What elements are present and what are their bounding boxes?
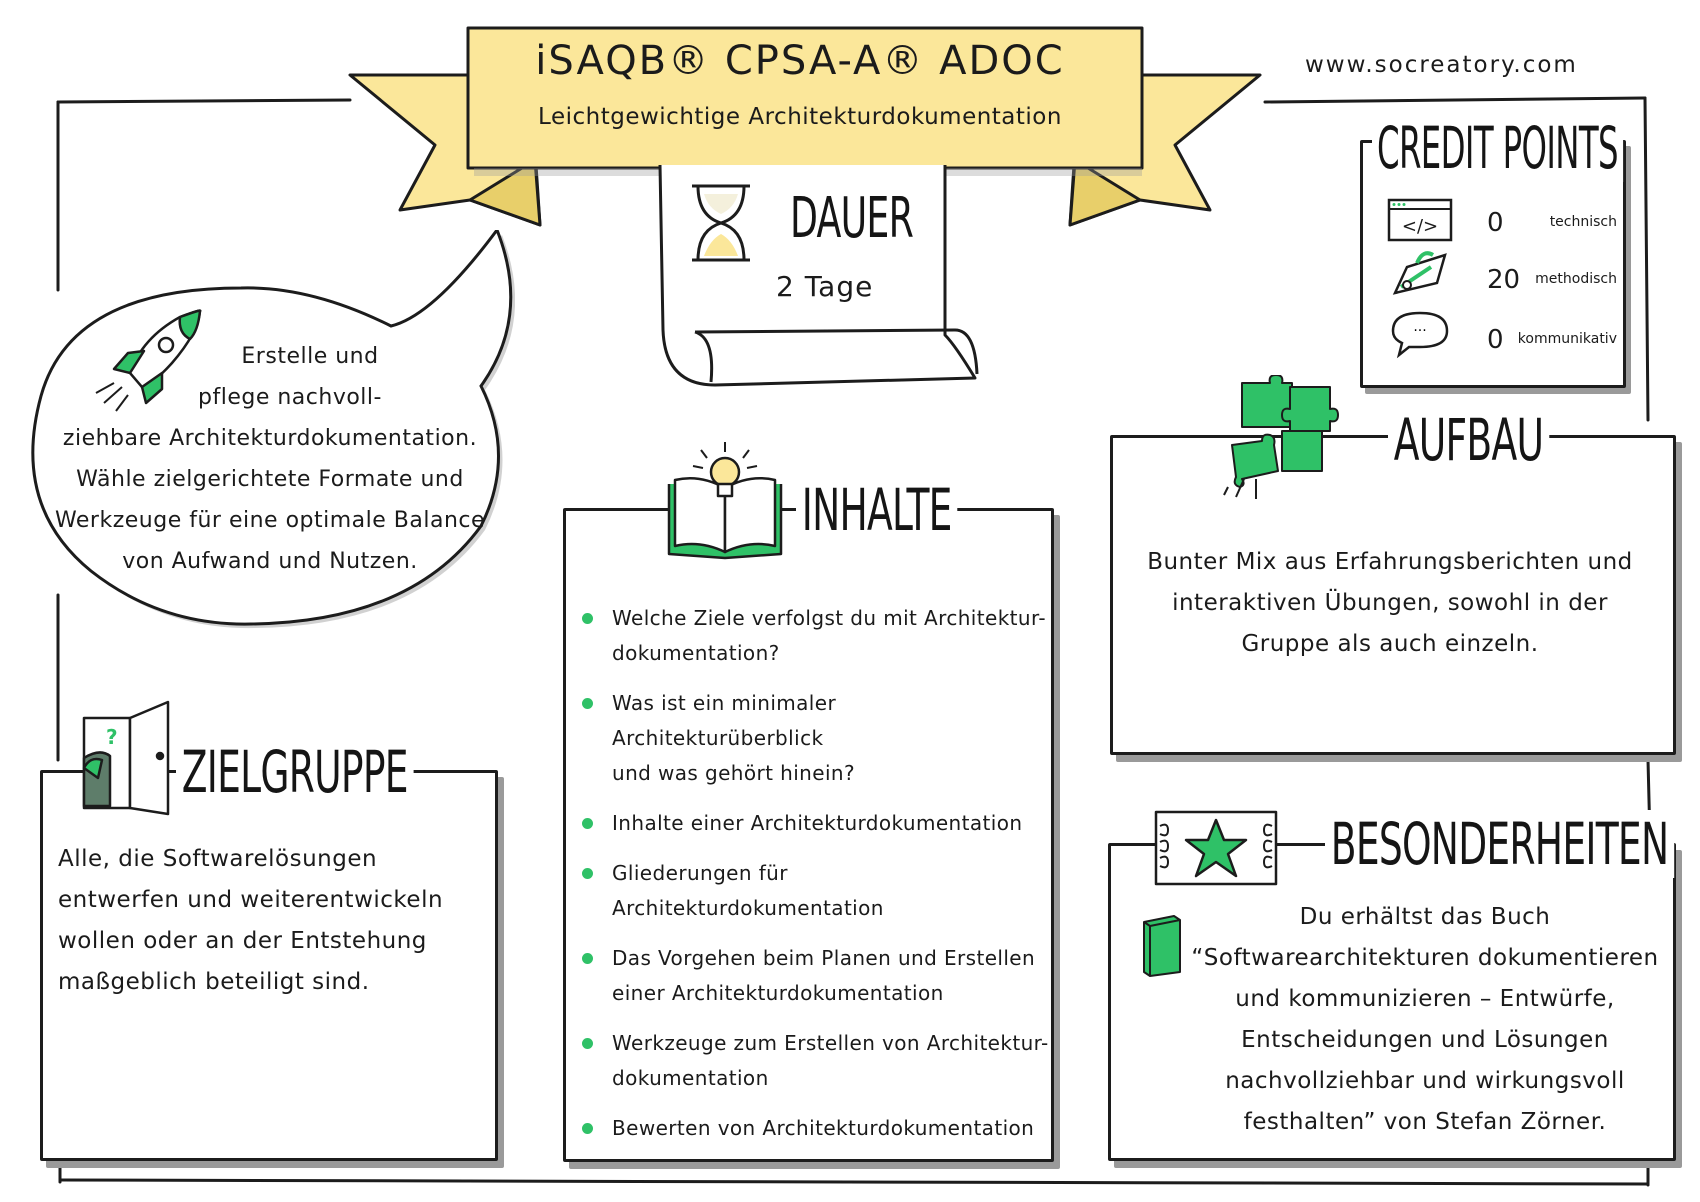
duration-scroll: [658, 164, 979, 387]
credit-label-methodical: methodisch: [1535, 271, 1617, 287]
goal-line-1: Erstelle und: [241, 344, 379, 369]
code-window-icon: </>: [1387, 198, 1453, 242]
credit-row-communicative: ··· 0 kommunikativ: [1387, 311, 1617, 365]
aufbau-box: [1110, 435, 1676, 755]
besonderheiten-line-1: Du erhältst das Buch: [1299, 904, 1551, 930]
besonderheiten-line-6: festhalten” von Stefan Zörner.: [1243, 1109, 1607, 1135]
banner-title: iSAQB® CPSA-A® ADOC: [535, 38, 1065, 84]
inhalte-item-3: Inhalte einer Architekturdokumentation: [582, 806, 1052, 841]
besonderheiten-line-3: und kommunizieren – Entwürfe,: [1235, 986, 1615, 1012]
aufbau-heading: AUFBAU: [1388, 406, 1549, 474]
besonderheiten-line-5: nachvollziehbar und wirkungsvoll: [1225, 1068, 1625, 1094]
inhalte-item-2: Was ist ein minimaler Architekturüberbli…: [582, 686, 1052, 791]
aufbau-line-2: interaktiven Übungen, sowohl in der: [1172, 590, 1608, 616]
besonderheiten-box: [1108, 843, 1676, 1161]
bullet-dot: [582, 953, 593, 964]
credit-label-technical: technisch: [1549, 214, 1617, 230]
bullet-dot: [582, 613, 593, 624]
goal-line-2: pflege nachvoll-: [198, 385, 382, 410]
bullet-dot: [582, 868, 593, 879]
zielgruppe-line-3: wollen oder an der Entstehung: [58, 928, 427, 954]
aufbau-line-1: Bunter Mix aus Erfahrungsberichten und: [1147, 549, 1633, 575]
aufbau-line-3: Gruppe als auch einzeln.: [1241, 631, 1539, 657]
goal-line-3: ziehbare Architekturdokumentation.: [62, 426, 478, 451]
bullet-dot: [582, 1123, 593, 1134]
zielgruppe-line-4: maßgeblich beteiligt sind.: [58, 969, 370, 995]
inhalte-heading: INHALTE: [796, 476, 958, 544]
star-ticket-icon: [1154, 810, 1278, 886]
banner-subtitle: Leichtgewichtige Architekturdokumentatio…: [538, 104, 1062, 130]
rocket-icon: [95, 309, 202, 412]
inhalte-box: [563, 508, 1054, 1162]
aufbau-text: Bunter Mix aus Erfahrungsberichten und i…: [1125, 542, 1655, 665]
besonderheiten-line-4: Entscheidungen und Lösungen: [1241, 1027, 1609, 1053]
zielgruppe-line-1: Alle, die Softwarelösungen: [58, 846, 378, 872]
puzzle-icon: [1223, 375, 1339, 499]
besonderheiten-text: Du erhältst das Buch “Softwarearchitektu…: [1180, 897, 1670, 1143]
besonderheiten-line-2: “Softwarearchitekturen dokumentieren: [1191, 945, 1659, 971]
goal-line-4: Wähle zielgerichtete Formate und: [76, 467, 464, 492]
svg-text:</>: </>: [1402, 216, 1438, 237]
credit-points-heading: CREDIT POINTS: [1372, 114, 1623, 182]
zielgruppe-box: [40, 770, 498, 1161]
credit-value-technical: 0: [1487, 208, 1504, 238]
book-icon: [1143, 915, 1181, 977]
credit-row-methodical: 20 methodisch: [1387, 251, 1617, 305]
svg-text:···: ···: [1413, 323, 1426, 339]
inhalte-item-1: Welche Ziele verfolgst du mit Architektu…: [582, 601, 1052, 671]
inhalte-list: Welche Ziele verfolgst du mit Architektu…: [582, 601, 1052, 1161]
inhalte-item-7: Bewerten von Architekturdokumentation: [582, 1111, 1052, 1146]
zielgruppe-heading: ZIELGRUPPE: [176, 738, 414, 806]
bullet-dot: [582, 818, 593, 829]
inhalte-item-6: Werkzeuge zum Erstellen von Architektur-…: [582, 1026, 1052, 1096]
book-lightbulb-icon: [667, 442, 783, 560]
besonderheiten-heading: BESONDERHEITEN: [1325, 810, 1675, 878]
hourglass-icon: [692, 184, 750, 262]
credit-value-methodical: 20: [1487, 265, 1521, 295]
bullet-dot: [582, 1038, 593, 1049]
goal-line-6: von Aufwand und Nutzen.: [122, 549, 418, 574]
credit-value-communicative: 0: [1487, 325, 1504, 355]
toolbox-icon: [1392, 251, 1447, 295]
duration-heading: DAUER: [790, 186, 914, 251]
goal-line-5: Werkzeuge für eine optimale Balance: [54, 508, 486, 533]
inhalte-item-4: Gliederungen für Architekturdokumentatio…: [582, 856, 1052, 926]
title-banner: [348, 26, 1262, 227]
speech-bubble-icon: ···: [1391, 311, 1449, 359]
open-door-icon: ?: [82, 700, 170, 816]
zielgruppe-text: Alle, die Softwarelösungen entwerfen und…: [58, 839, 478, 1003]
svg-text:?: ?: [106, 725, 118, 749]
credit-label-communicative: kommunikativ: [1517, 331, 1617, 347]
website-url: www.socreatory.com: [1305, 52, 1578, 78]
zielgruppe-line-2: entwerfen und weiterentwickeln: [58, 887, 444, 913]
goal-text: Erstelle und pflege nachvoll- ziehbare A…: [30, 336, 510, 582]
duration-value: 2 Tage: [776, 270, 874, 303]
credit-row-technical: </> 0 technisch: [1387, 198, 1617, 248]
bullet-dot: [582, 698, 593, 709]
